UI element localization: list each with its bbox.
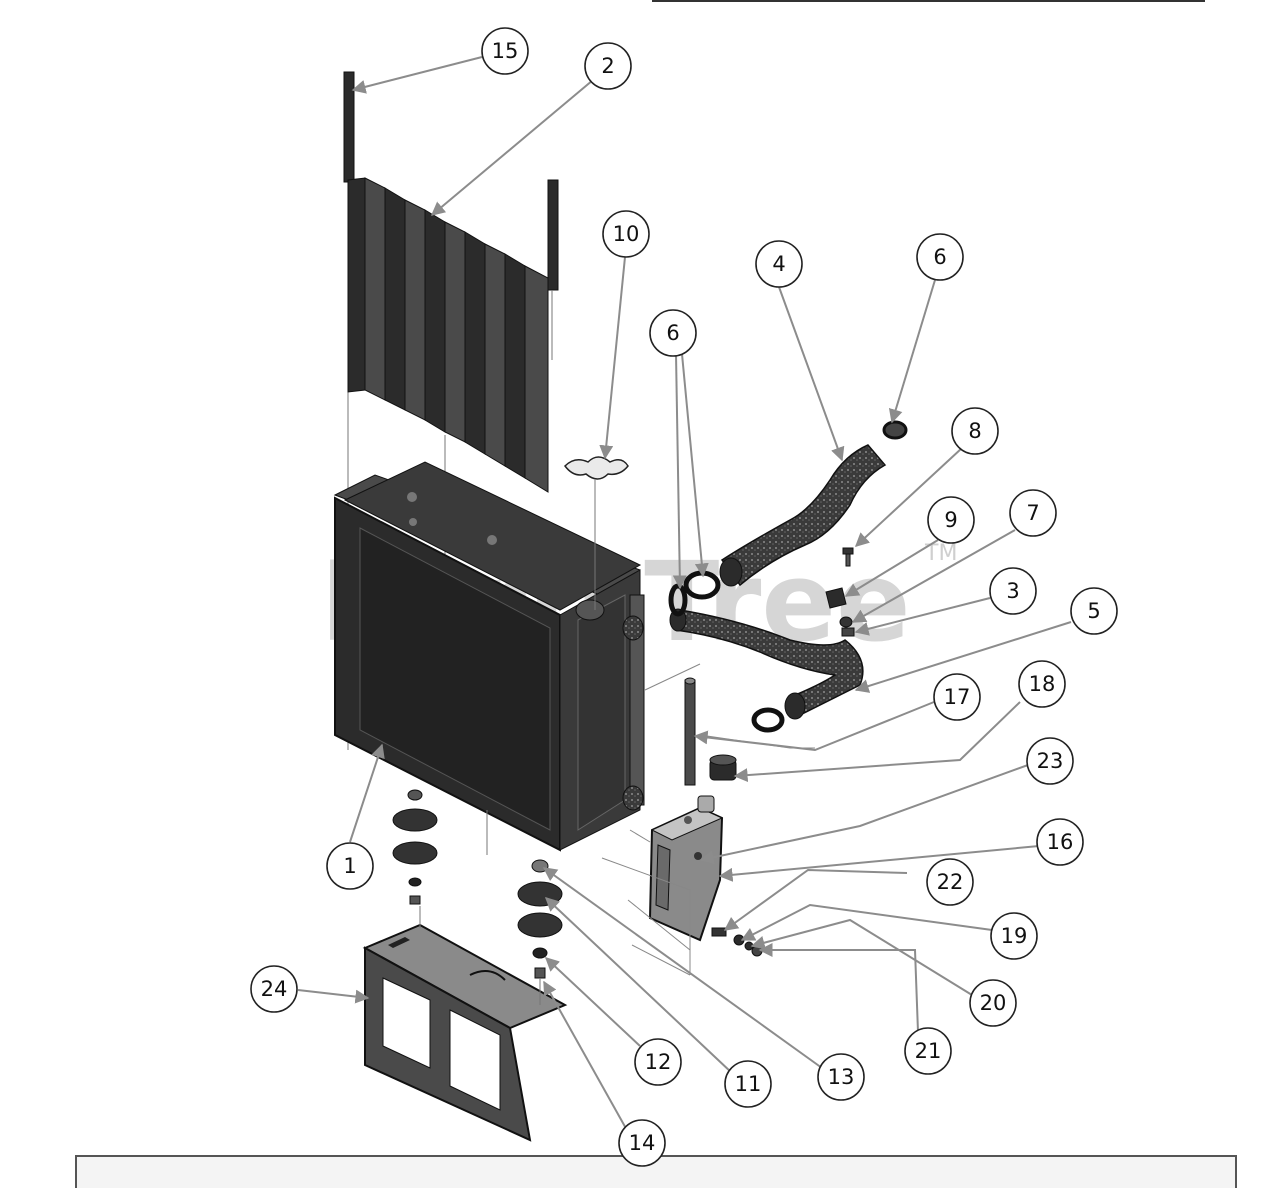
callout-14: 14 (618, 1119, 666, 1167)
svg-text:18: 18 (1029, 672, 1056, 696)
callout-21: 21 (904, 1027, 952, 1075)
svg-text:22: 22 (937, 870, 964, 894)
svg-text:10: 10 (613, 222, 640, 246)
mount-stack-right (517, 859, 563, 979)
overflow-tube (684, 677, 696, 786)
callout-9: 9 (927, 496, 975, 544)
recovery-tank (648, 795, 724, 942)
callout-12: 12 (634, 1038, 682, 1086)
callout-11: 11 (724, 1060, 772, 1108)
svg-text:4: 4 (772, 252, 785, 276)
callout-4: 4 (755, 240, 803, 288)
svg-text:3: 3 (1006, 579, 1019, 603)
callout-6-upper: 6 (916, 233, 964, 281)
svg-text:14: 14 (629, 1131, 656, 1155)
svg-text:5: 5 (1087, 599, 1100, 623)
radiator (333, 461, 645, 855)
svg-text:23: 23 (1037, 749, 1064, 773)
callout-10: 10 (602, 210, 650, 258)
callout-1: 1 (326, 842, 374, 890)
svg-text:6: 6 (666, 321, 679, 345)
svg-text:16: 16 (1047, 830, 1074, 854)
callout-5: 5 (1070, 587, 1118, 635)
svg-text:9: 9 (944, 508, 957, 532)
bracket-9 (825, 587, 847, 609)
svg-text:21: 21 (915, 1039, 942, 1063)
svg-text:20: 20 (980, 991, 1007, 1015)
svg-text:6: 6 (933, 245, 946, 269)
svg-text:11: 11 (735, 1072, 762, 1096)
radiator-cap (564, 456, 629, 610)
svg-text:12: 12 (645, 1050, 672, 1074)
svg-text:15: 15 (492, 39, 519, 63)
callout-20: 20 (969, 979, 1017, 1027)
callout-16: 16 (1036, 818, 1084, 866)
callout-22: 22 (926, 858, 974, 906)
reservoir-cap (709, 754, 737, 781)
clip-7 (839, 616, 853, 628)
callout-19: 19 (990, 912, 1038, 960)
leader-lines (297, 56, 1072, 1133)
svg-text:19: 19 (1001, 924, 1028, 948)
svg-text:17: 17 (944, 685, 971, 709)
upper-hose (719, 444, 887, 587)
alignment-lines (601, 663, 815, 976)
callout-15: 15 (481, 27, 529, 75)
bolt-8 (842, 547, 854, 567)
callout-7: 7 (1009, 489, 1057, 537)
callout-23: 23 (1026, 737, 1074, 785)
callout-18: 18 (1018, 660, 1066, 708)
svg-text:2: 2 (601, 54, 614, 78)
svg-text:24: 24 (261, 977, 288, 1001)
callout-8: 8 (951, 407, 999, 455)
svg-text:13: 13 (828, 1065, 855, 1089)
svg-text:8: 8 (968, 419, 981, 443)
callout-17: 17 (933, 673, 981, 721)
callout-6-lower: 6 (649, 309, 697, 357)
fitting-3 (841, 627, 855, 637)
radiator-screen (347, 177, 549, 680)
callout-3: 3 (989, 567, 1037, 615)
callout-24: 24 (250, 965, 298, 1013)
callout-2: 2 (584, 42, 632, 90)
tank-hardware (711, 927, 763, 957)
mount-stack-left (392, 789, 438, 905)
callout-13: 13 (817, 1053, 865, 1101)
svg-text:1: 1 (343, 854, 356, 878)
mounting-bracket (362, 906, 568, 1142)
svg-text:7: 7 (1026, 501, 1039, 525)
